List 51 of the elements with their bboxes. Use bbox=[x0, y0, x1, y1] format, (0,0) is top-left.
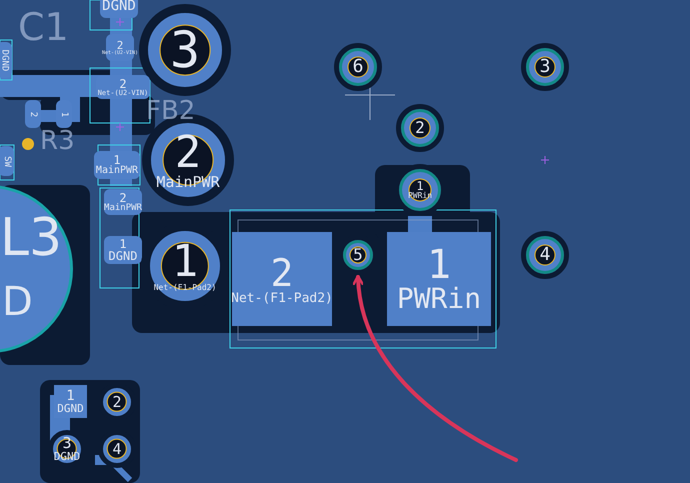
pad-number: 5 bbox=[353, 247, 363, 263]
smd-pad bbox=[0, 146, 14, 176]
smd-pad bbox=[94, 151, 140, 179]
smd-pad bbox=[100, 0, 138, 18]
pad-number: 1 bbox=[172, 240, 198, 284]
pad-number: 2 bbox=[415, 120, 425, 136]
pad-number: 2 bbox=[116, 40, 124, 50]
via-pad bbox=[396, 104, 444, 152]
net-label: DGND bbox=[54, 451, 80, 462]
pad-number: 1 bbox=[426, 245, 452, 285]
net-label: Net-(F1-Pad2) bbox=[231, 292, 333, 304]
net-label: MainPWR bbox=[96, 166, 138, 176]
pad-number: 1 bbox=[66, 389, 75, 403]
pad-number: 1 bbox=[113, 154, 121, 166]
pad-number: 1 bbox=[60, 111, 68, 117]
silkscreen-label: R3 bbox=[40, 128, 75, 154]
pad-number: 4 bbox=[112, 442, 122, 456]
pad-number: 4 bbox=[540, 246, 550, 264]
square-pad bbox=[232, 232, 332, 326]
pad-number: 1 bbox=[119, 238, 127, 250]
pad-number: 2 bbox=[270, 254, 294, 292]
pad-number: 2 bbox=[28, 111, 38, 117]
net-label: DGND bbox=[57, 403, 84, 414]
pad-number: 2 bbox=[174, 130, 202, 174]
square-pad bbox=[387, 232, 491, 326]
annotation-arrow bbox=[352, 274, 518, 462]
smd-pad bbox=[96, 75, 150, 99]
silkscreen-label: L3 bbox=[0, 212, 62, 264]
silkscreen-label: C1 bbox=[18, 8, 69, 46]
net-label: DGND bbox=[0, 49, 8, 71]
silkscreen-label: D bbox=[2, 282, 33, 322]
net-label: DGND bbox=[108, 250, 138, 262]
pad-number: 3 bbox=[540, 58, 550, 76]
smd-pad bbox=[104, 189, 142, 215]
via-pad bbox=[521, 231, 569, 279]
pad-number: 3 bbox=[62, 436, 72, 451]
pad-number: 2 bbox=[112, 394, 122, 410]
via-pad bbox=[521, 43, 569, 91]
via-pad bbox=[334, 43, 382, 91]
square-pad bbox=[54, 385, 87, 418]
pad-number: 2 bbox=[119, 78, 127, 90]
pad-number: 2 bbox=[119, 192, 127, 204]
net-label: PWRin bbox=[396, 285, 482, 313]
smd-pad bbox=[104, 236, 142, 264]
pad-number: 1 bbox=[416, 180, 424, 192]
smd-pad bbox=[25, 100, 41, 128]
pad-number: 3 bbox=[170, 25, 200, 75]
pad-number: SW bbox=[2, 156, 10, 166]
smd-pad bbox=[0, 42, 12, 78]
net-label: MainPWR bbox=[104, 204, 142, 212]
pad-number: 6 bbox=[352, 58, 364, 76]
